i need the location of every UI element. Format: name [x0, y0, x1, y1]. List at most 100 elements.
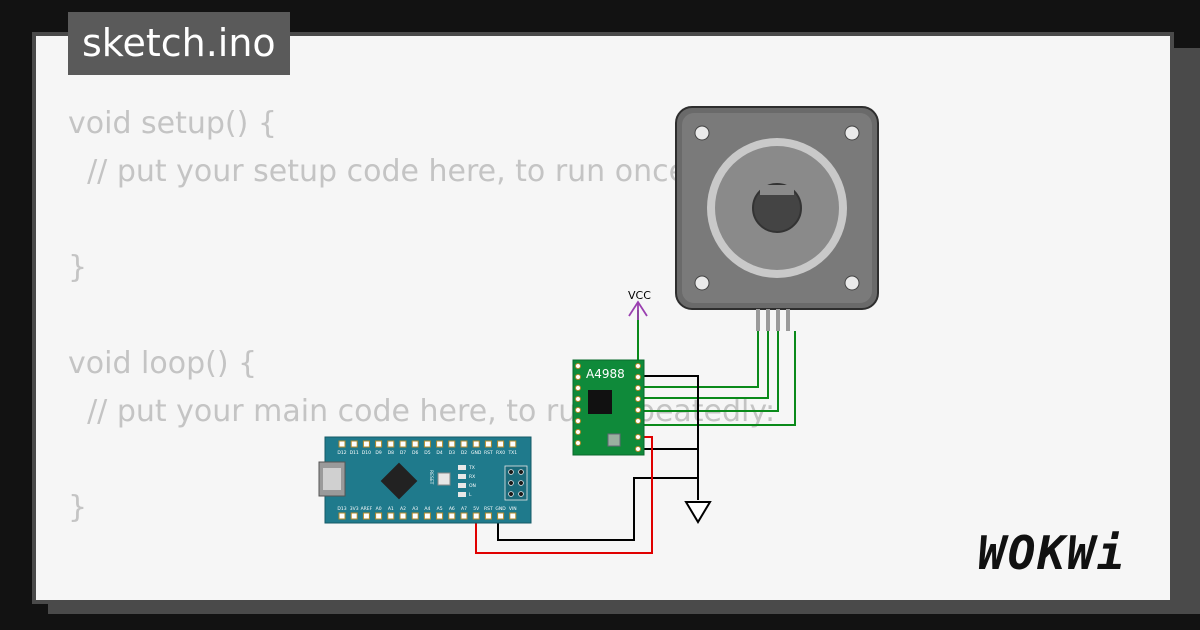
wire-motor-4[interactable]	[640, 331, 796, 426]
nano-pin-label: D9	[375, 450, 381, 456]
nano-pin[interactable]	[448, 512, 456, 520]
driver-right-pins	[635, 363, 641, 452]
nano-pin[interactable]	[484, 440, 492, 448]
project-card	[32, 32, 1174, 604]
nano-pin-label: GND	[495, 506, 506, 512]
nano-pin[interactable]	[423, 512, 431, 520]
led-label: TX	[468, 465, 475, 471]
led-label: L	[469, 492, 472, 498]
motor-screw-hole	[694, 275, 710, 291]
nano-pin[interactable]	[338, 440, 346, 448]
code-line: }	[68, 490, 88, 525]
nano-pin-label: A0	[376, 506, 382, 512]
vcc-label: VCC	[628, 289, 651, 302]
nano-pin[interactable]	[497, 440, 505, 448]
nano-pin-label: D3	[449, 450, 455, 456]
nano-pin-label: AREF	[361, 506, 373, 512]
nano-pin[interactable]	[472, 512, 480, 520]
icsp-header	[504, 465, 528, 501]
nano-pin[interactable]	[460, 512, 468, 520]
reset-label: RESET	[428, 470, 434, 485]
nano-board	[324, 436, 532, 524]
nano-pin[interactable]	[387, 512, 395, 520]
code-line: void setup() {	[68, 106, 277, 141]
nano-pin[interactable]	[362, 512, 370, 520]
ground-wires	[497, 375, 699, 541]
motor-shaft	[752, 183, 802, 233]
nano-pin[interactable]	[350, 440, 358, 448]
nano-pin[interactable]	[411, 440, 419, 448]
a4988-driver[interactable]: A4988	[572, 359, 645, 456]
driver-left-pins	[575, 363, 581, 446]
led-tx	[458, 465, 466, 470]
motor-pin	[786, 309, 790, 331]
nano-pin-label: D12	[337, 450, 346, 456]
wokwi-logo[interactable]: WOKWi	[978, 526, 1127, 580]
nano-pin-label: D4	[436, 450, 442, 456]
nano-pin-label: A2	[400, 506, 406, 512]
nano-pin[interactable]	[436, 440, 444, 448]
code-editor[interactable]: void setup() { // put your setup code he…	[68, 100, 775, 532]
wire-motor-3[interactable]	[640, 331, 779, 412]
motor-screw-hole	[694, 125, 710, 141]
nano-pin[interactable]	[509, 512, 517, 520]
wire-5v[interactable]	[475, 436, 653, 554]
motor-pin	[756, 309, 760, 331]
nano-pin-label: D7	[400, 450, 406, 456]
wire-gnd-nano[interactable]	[497, 477, 698, 541]
motor-screw-hole	[844, 125, 860, 141]
nano-pin[interactable]	[362, 440, 370, 448]
stepper-motor[interactable]	[675, 106, 879, 331]
vcc-symbol[interactable]: VCC	[628, 289, 651, 320]
reset-button[interactable]	[437, 472, 451, 486]
ground-symbol[interactable]	[684, 501, 712, 524]
nano-pin-label: RST	[484, 506, 493, 512]
nano-pin[interactable]	[448, 440, 456, 448]
nano-pin[interactable]	[472, 440, 480, 448]
led-l	[458, 492, 466, 497]
nano-pin-label: A6	[449, 506, 455, 512]
nano-pin-label: D6	[412, 450, 418, 456]
driver-label: A4988	[586, 367, 625, 381]
motor-shaft-flat	[760, 185, 794, 195]
nano-pin[interactable]	[375, 512, 383, 520]
nano-pin-label: 5V	[473, 506, 480, 512]
nano-pin-label: A1	[388, 506, 394, 512]
nano-mcu-chip	[380, 462, 418, 500]
nano-pin[interactable]	[411, 512, 419, 520]
nano-pin[interactable]	[338, 512, 346, 520]
nano-pin[interactable]	[387, 440, 395, 448]
wire-motor-1[interactable]	[640, 331, 759, 388]
code-line: }	[68, 250, 88, 285]
nano-pin[interactable]	[497, 512, 505, 520]
nano-pin[interactable]	[423, 440, 431, 448]
wire-motor-2[interactable]	[640, 331, 769, 399]
nano-pin[interactable]	[399, 512, 407, 520]
nano-pin-label: GND	[471, 450, 482, 456]
nano-pin[interactable]	[375, 440, 383, 448]
driver-chip	[588, 390, 612, 414]
nano-pin[interactable]	[350, 512, 358, 520]
nano-pin-label: A5	[437, 506, 443, 512]
motor-screw-hole	[844, 275, 860, 291]
nano-pin[interactable]	[484, 512, 492, 520]
nano-pin-label: D11	[350, 450, 359, 456]
motor-wires	[637, 310, 796, 426]
nano-pin[interactable]	[460, 440, 468, 448]
driver-potentiometer[interactable]	[607, 433, 621, 447]
wire-gnd-driver[interactable]	[640, 375, 699, 500]
nano-pin-label: VIN	[509, 506, 517, 512]
nano-pin[interactable]	[509, 440, 517, 448]
led-on	[458, 483, 466, 488]
nano-pin-label: A3	[412, 506, 418, 512]
file-tab-sketch[interactable]: sketch.ino	[68, 12, 290, 75]
nano-pin[interactable]	[436, 512, 444, 520]
nano-pin-label: D2	[461, 450, 467, 456]
nano-pin[interactable]	[399, 440, 407, 448]
motor-pin	[766, 309, 770, 331]
nano-pin-label: 3V3	[350, 506, 359, 512]
led-label: ON	[469, 483, 476, 489]
code-line: void loop() {	[68, 346, 258, 381]
